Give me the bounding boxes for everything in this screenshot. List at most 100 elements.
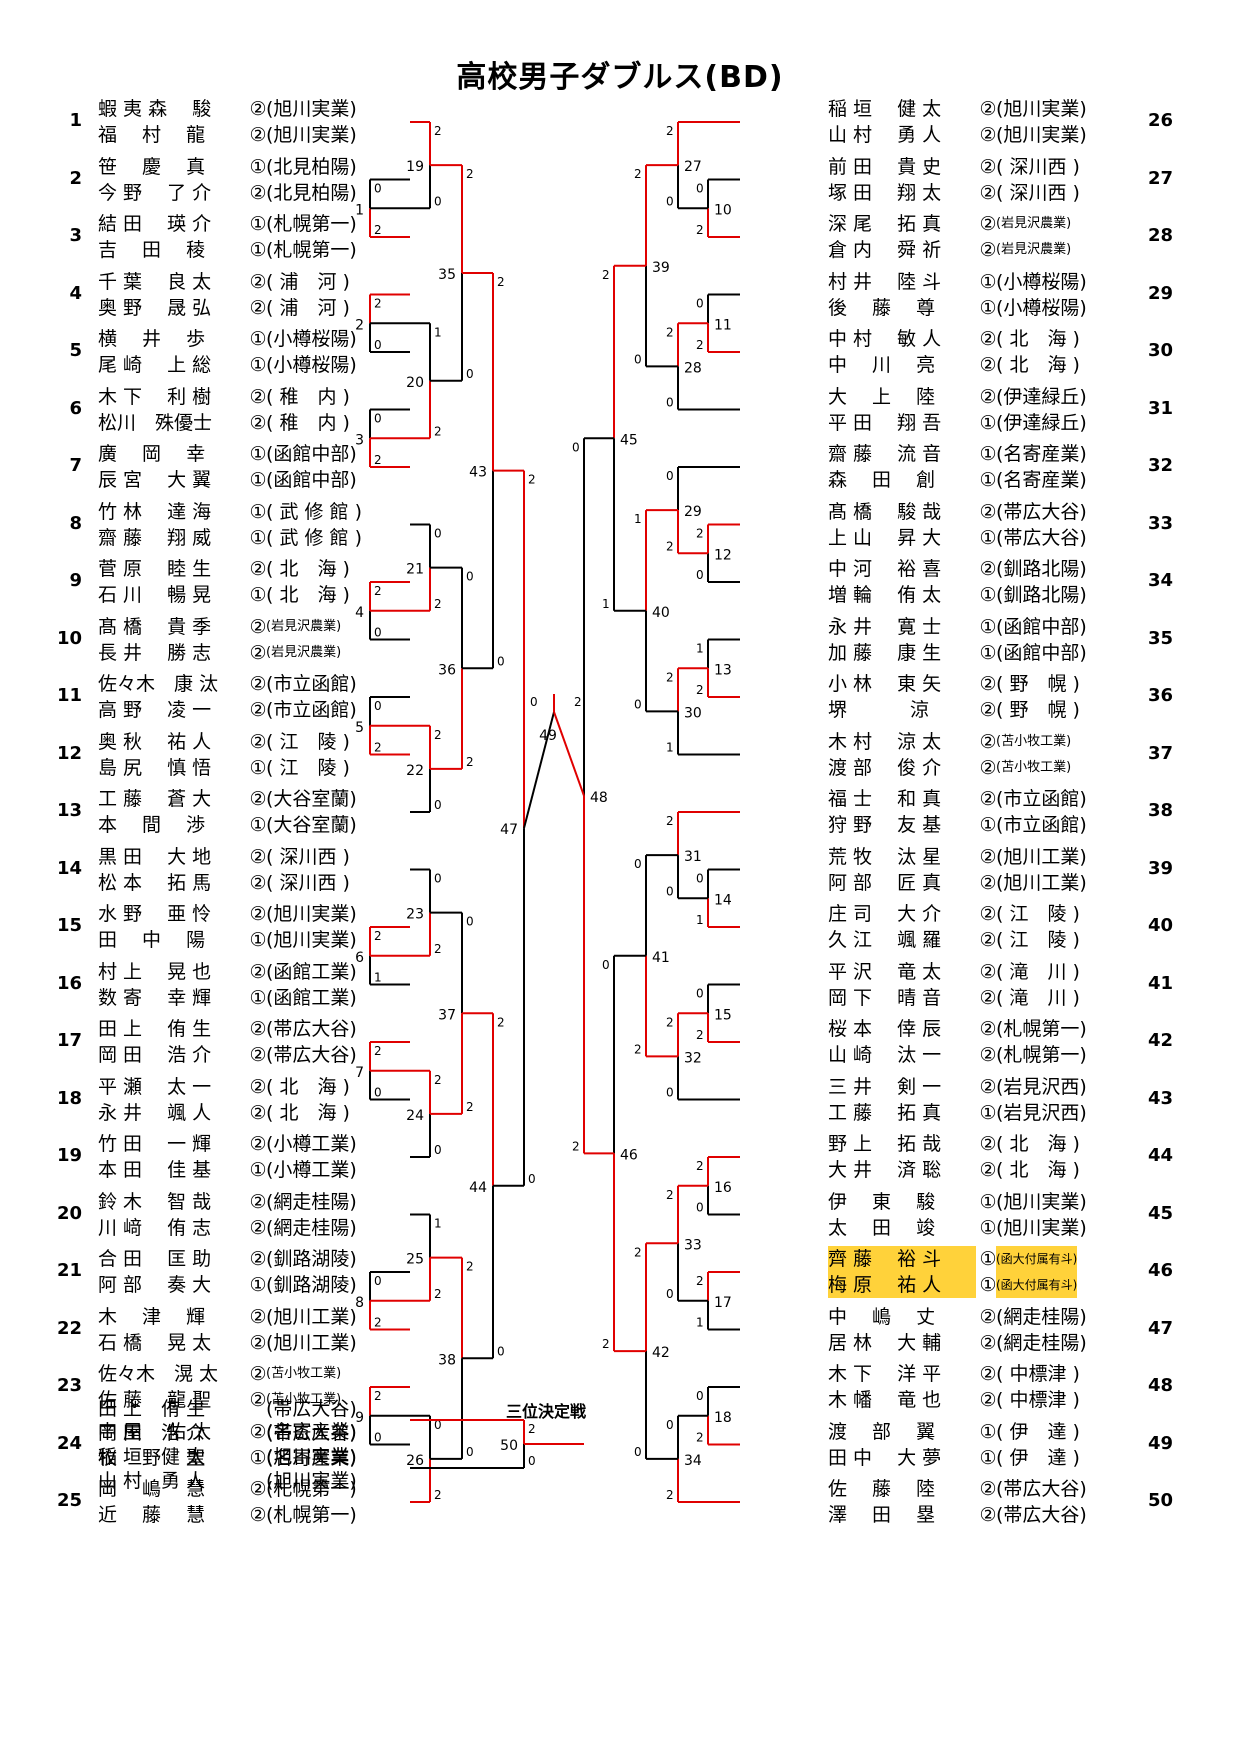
match-number: 33 (684, 1237, 702, 1253)
player-grade: ② (249, 1075, 267, 1098)
entry-number: 50 (1148, 1490, 1174, 1511)
match-score: 2 (666, 325, 674, 339)
player-school: ( 浦 河 ) (266, 296, 350, 319)
player-grade: ② (979, 155, 997, 178)
player-school: (旭川実業) (266, 1470, 357, 1492)
player-school: ( 伊 達 ) (996, 1420, 1080, 1443)
player-name: 黒 田 大 地 (98, 845, 212, 868)
player-grade: ① (979, 1248, 997, 1270)
player-grade: ② (979, 558, 997, 580)
player-name: 澤 田 塁 (828, 1504, 936, 1526)
player-school: (市立函館) (266, 699, 357, 721)
match-score: 2 (602, 1337, 610, 1351)
player-name: 石 川 暢 晃 (98, 584, 212, 606)
entry-number: 22 (56, 1317, 82, 1339)
player-school: (旭川実業) (996, 1190, 1087, 1213)
third-place-player: 田 上 侑 生(帯広大谷) (98, 1396, 458, 1422)
player-school: ( 伊 達 ) (996, 1446, 1080, 1469)
player-name: 太 田 竣 (828, 1216, 936, 1239)
match-score: 0 (634, 857, 642, 871)
match-score: 2 (696, 1028, 704, 1042)
entry-number: 39 (1148, 857, 1174, 879)
player-name: 渡 部 俊 介 (828, 756, 942, 779)
match-score: 1 (434, 1217, 442, 1231)
player-school: (岩見沢西) (996, 1101, 1087, 1124)
player-grade: ② (979, 960, 997, 983)
entry-number: 8 (69, 512, 82, 534)
player-grade: ① (979, 1446, 997, 1469)
match-number: 50 (500, 1438, 518, 1454)
player-grade: ② (979, 756, 997, 779)
player-name: 木 幡 竜 也 (828, 1389, 942, 1411)
player-name: 増 輪 侑 太 (828, 584, 942, 606)
match-number: 4 (355, 605, 364, 621)
player-school: ( 深川西 ) (996, 155, 1080, 178)
match-score: 2 (666, 670, 674, 684)
player-grade: ① (249, 213, 267, 235)
player-grade: ② (979, 239, 997, 261)
player-name: 高 野 凌 一 (98, 699, 212, 721)
third-place-player: 岡 田 浩 介(帯広大谷) (98, 1420, 458, 1446)
player-grade: ① (979, 1101, 997, 1124)
player-name: 平 田 翔 吾 (828, 411, 942, 434)
player-name: 竹 田 一 輝 (98, 1133, 212, 1155)
player-school: (旭川実業) (266, 98, 357, 120)
entry-number: 20 (56, 1202, 82, 1224)
match-number: 9 (355, 1410, 364, 1426)
match-number: 6 (355, 950, 364, 966)
player-name: 深 尾 拓 真 (828, 213, 942, 235)
player-name: 佐々木 滉 太 (98, 1363, 219, 1385)
player-grade: ② (249, 699, 267, 721)
player-grade: ② (979, 1389, 997, 1411)
player-grade: ② (249, 270, 267, 293)
player-grade: ① (979, 296, 997, 319)
player-grade: ② (249, 98, 267, 120)
match-score: 0 (666, 884, 674, 898)
match-score: 0 (374, 182, 382, 196)
player-name: 数 寄 幸 輝 (98, 986, 212, 1009)
match-score: 2 (696, 1431, 704, 1445)
player-school: ( 中標津 ) (996, 1389, 1080, 1411)
match-number: 22 (406, 763, 424, 779)
player-school: (釧路北陽) (996, 558, 1087, 580)
player-school: ( 北 海 ) (266, 584, 350, 606)
match-score: 2 (696, 527, 704, 541)
player-school: ( 武 修 館 ) (266, 526, 362, 549)
player-name: 庄 司 大 介 (828, 903, 942, 925)
player-name: 永 井 颯 人 (98, 1101, 212, 1124)
player-row: 高 野 凌 一 ②(市立函館) (98, 697, 518, 723)
entry-number: 21 (56, 1260, 82, 1281)
player-name: 山 崎 汰 一 (828, 1044, 942, 1066)
entry-number: 35 (1148, 627, 1174, 649)
match-number: 36 (438, 662, 456, 678)
